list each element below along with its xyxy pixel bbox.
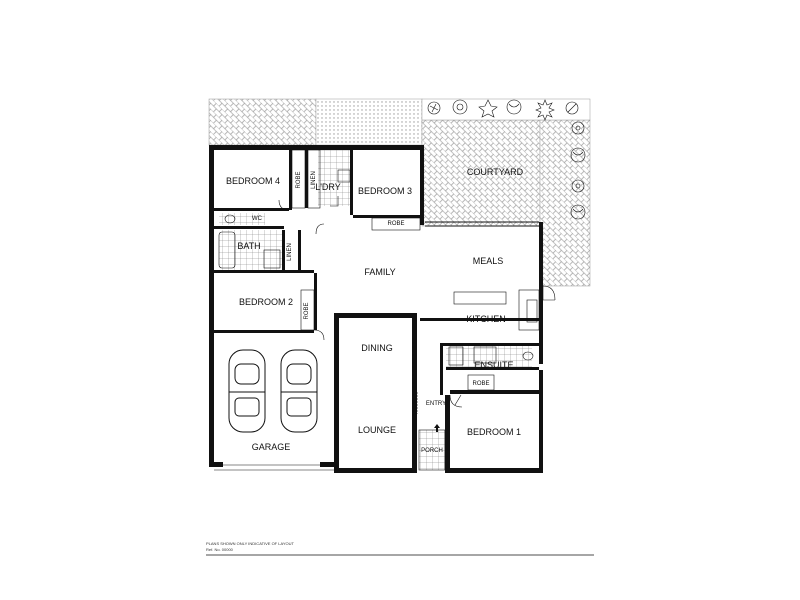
paving-area: [208, 98, 591, 287]
toilet: [522, 351, 534, 361]
room-labels: BEDROOM 4 ROBE LINEN L'DRY BEDROOM 3 ROB…: [226, 167, 524, 454]
kitchen-island: [453, 291, 507, 305]
label-bedroom-4: BEDROOM 4: [226, 176, 280, 186]
porch: [418, 429, 446, 471]
label-meals: MEALS: [473, 256, 504, 266]
label-robe-bed3: ROBE: [387, 221, 404, 227]
label-linen-top: LINEN: [311, 171, 317, 189]
shrub-icon: [571, 121, 585, 135]
fittings: [209, 145, 556, 473]
label-garage: GARAGE: [252, 442, 291, 452]
shrub-icon: [427, 101, 441, 115]
label-lounge: LOUNGE: [358, 425, 396, 435]
label-entry: ENTRY: [426, 401, 446, 407]
bathtub: [218, 231, 236, 269]
label-robe-bed2: ROBE: [304, 302, 310, 319]
garden-bed: [421, 98, 591, 121]
shrub-icon: [565, 101, 579, 115]
label-bedroom-3: BEDROOM 3: [358, 186, 412, 196]
shrub-icon: [452, 99, 468, 115]
label-courtyard: COURTYARD: [467, 167, 524, 177]
label-linen-mid: LINEN: [287, 243, 293, 261]
label-bath: BATH: [237, 241, 260, 251]
flower-icon: [535, 99, 555, 121]
shrub-icon: [570, 204, 586, 220]
label-robe-bed4: ROBE: [296, 171, 302, 188]
label-bedroom-2: BEDROOM 2: [239, 297, 293, 307]
footer-ref: Ref. No. 00000: [206, 547, 234, 552]
car-icon: [280, 349, 318, 433]
label-wc: WC: [252, 216, 263, 222]
shrub-icon: [571, 179, 585, 193]
footer: PLANS SHOWN ONLY INDICATIVE OF LAYOUT Re…: [206, 541, 594, 556]
label-porch: PORCH: [421, 448, 443, 454]
label-laundry: L'DRY: [315, 182, 341, 192]
external-walls: [209, 145, 543, 473]
label-bedroom-1: BEDROOM 1: [467, 427, 521, 437]
shrub-icon: [506, 99, 522, 115]
label-robe-bed1: ROBE: [472, 381, 489, 387]
toilet: [224, 214, 236, 224]
flower-icon: [478, 99, 498, 118]
wet-area-tiles: [219, 148, 532, 470]
shrub-icon: [570, 147, 586, 163]
footer-disclaimer: PLANS SHOWN ONLY INDICATIVE OF LAYOUT: [206, 541, 294, 546]
label-kitchen: KITCHEN: [466, 314, 506, 324]
label-family: FAMILY: [364, 267, 395, 277]
car-icon: [228, 349, 266, 433]
garden-shrubs: [427, 99, 586, 220]
arrow-up-icon: [434, 424, 440, 432]
internal-walls: [214, 150, 542, 395]
label-dining: DINING: [361, 343, 393, 353]
label-ensuite: ENSUITE: [474, 360, 513, 370]
